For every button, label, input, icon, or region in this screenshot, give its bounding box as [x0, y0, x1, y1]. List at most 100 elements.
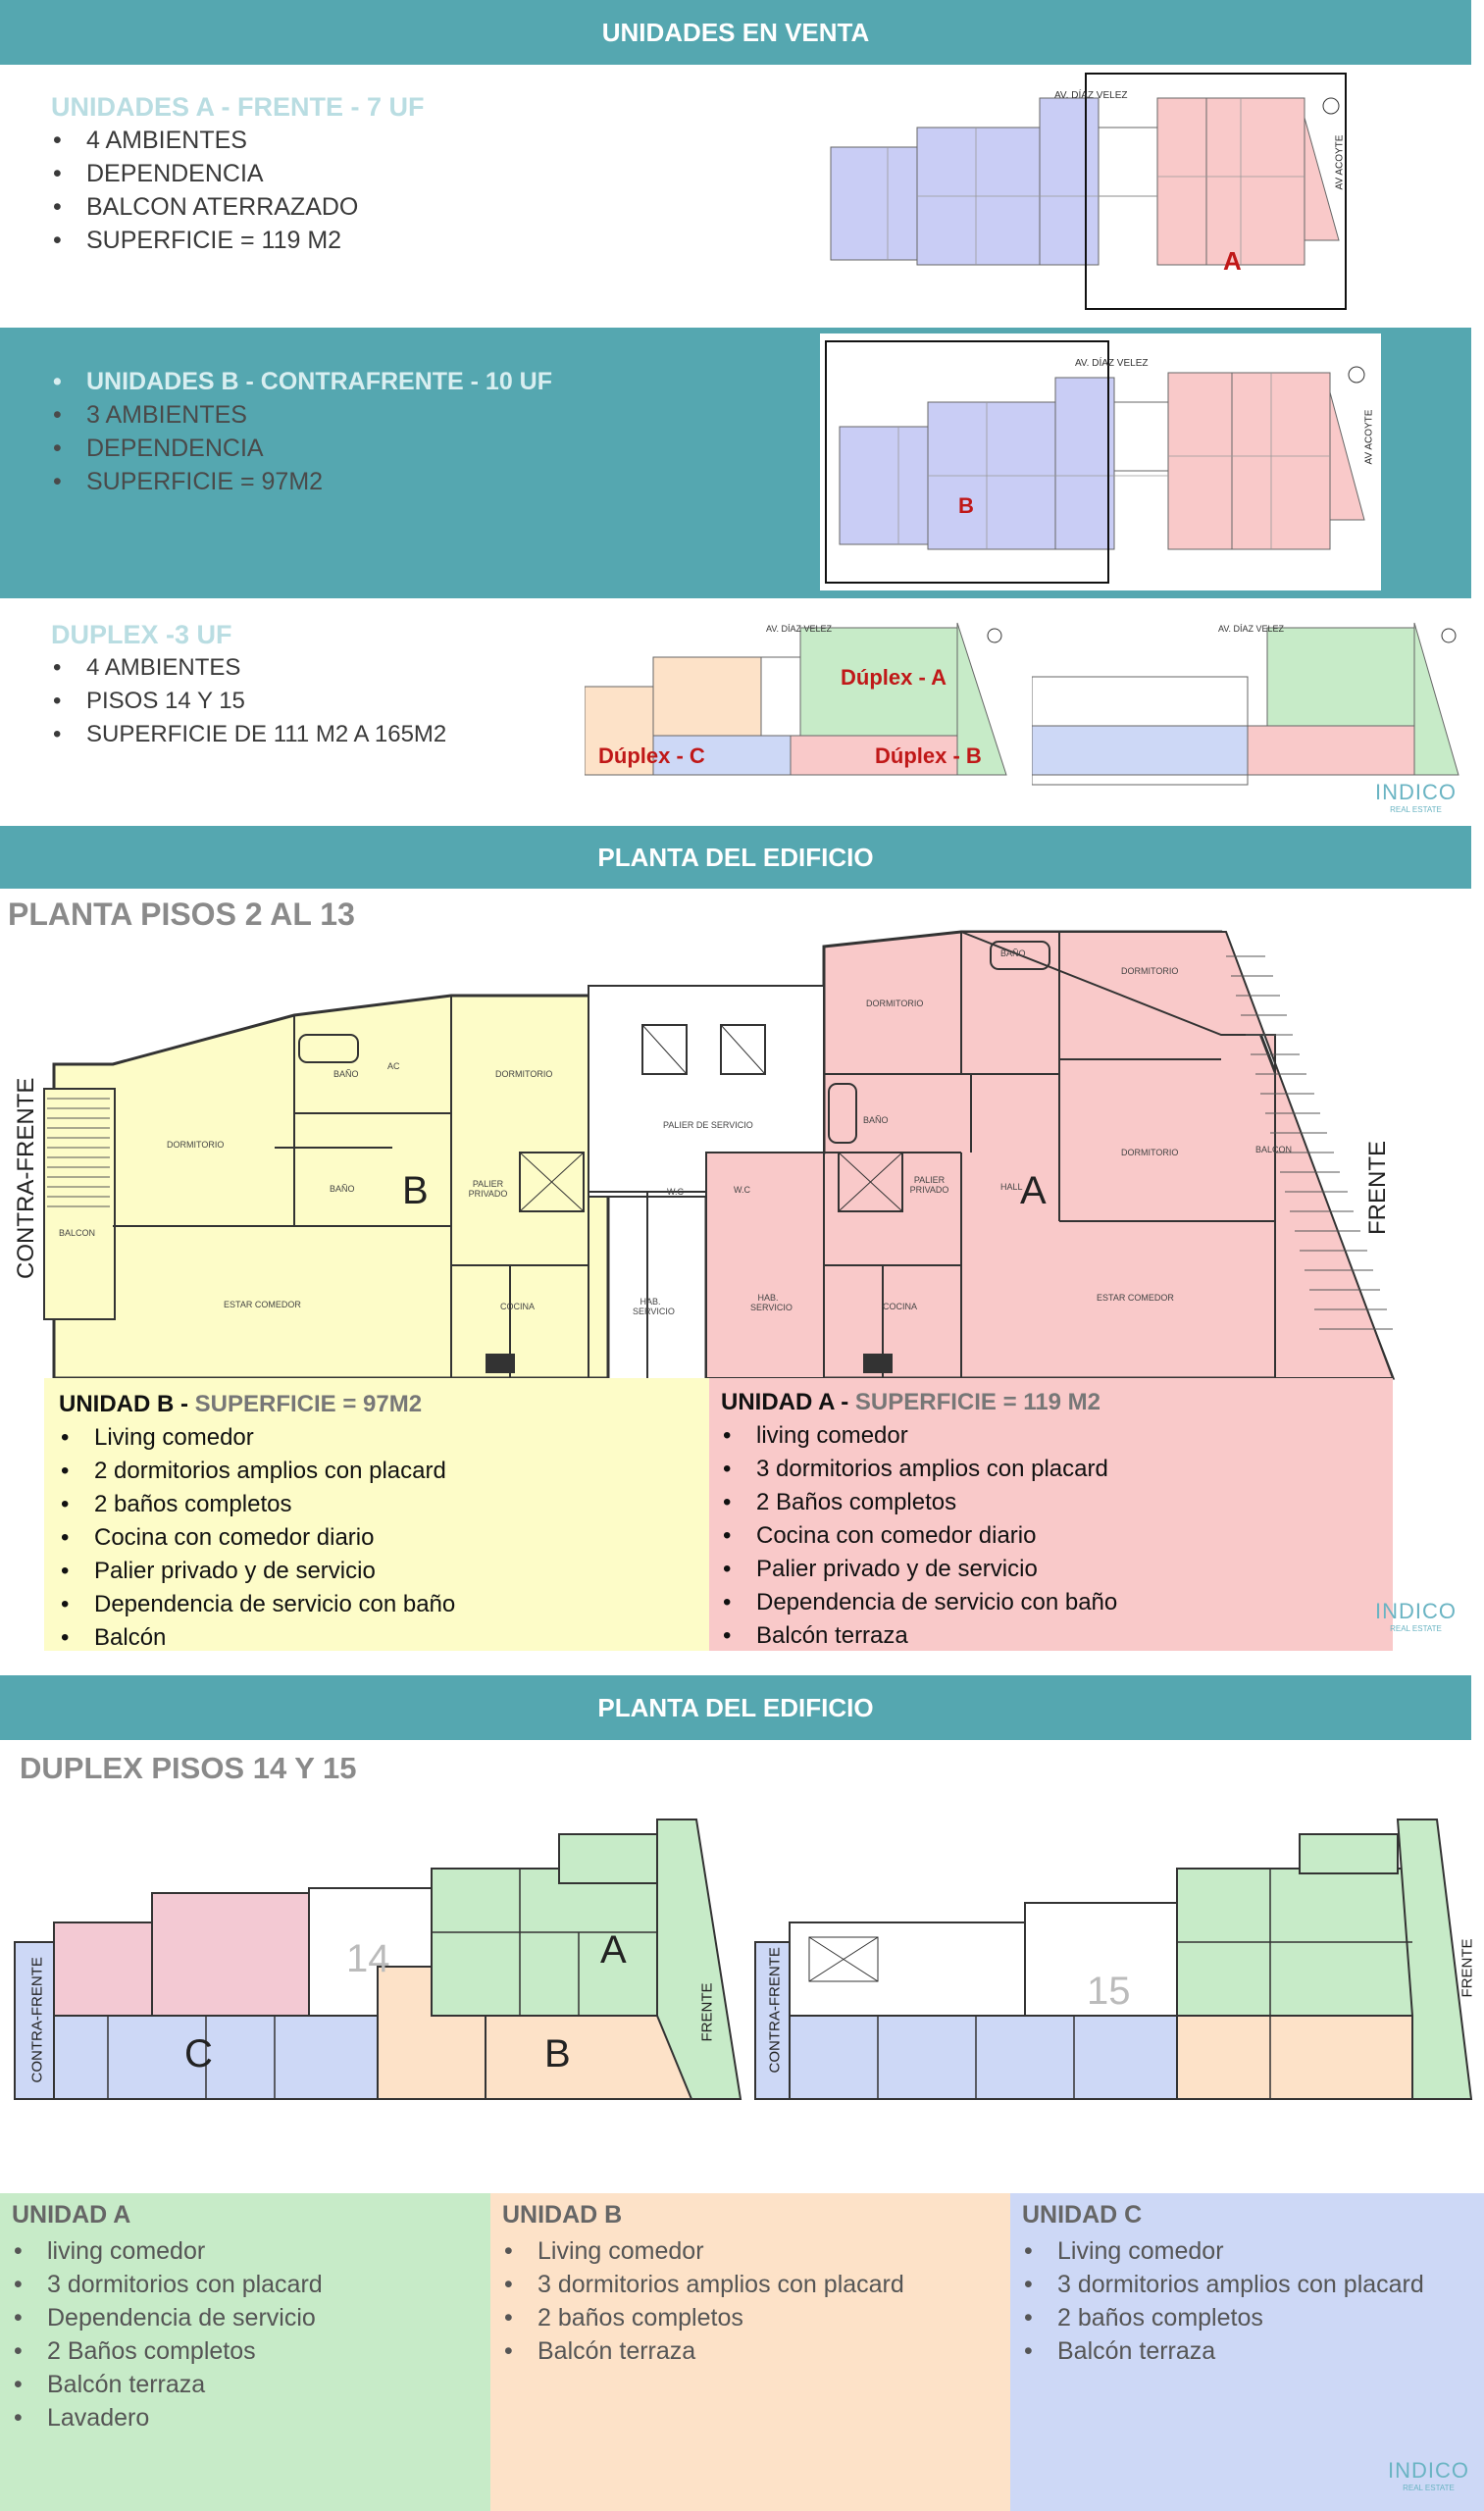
duplex-letter-b: B	[544, 2032, 571, 2075]
unit-b-detail-title: UNIDAD B - SUPERFICIE = 97M2	[59, 1388, 455, 1421]
logo-text: INDICO	[1375, 1599, 1457, 1623]
logo-subtext: REAL ESTATE	[1390, 805, 1442, 814]
floor-plan-duplex-14	[14, 1819, 742, 2100]
thumbnail-label-a: A	[1223, 246, 1242, 276]
logo-text: INDICO	[1375, 780, 1457, 804]
list-item: 2 dormitorios amplios con placard	[59, 1455, 455, 1488]
list-item: Living comedor	[502, 2234, 904, 2268]
unit-a-summary-title: UNIDADES A - FRENTE - 7 UF	[51, 92, 425, 122]
duplex-summary-list: 4 AMBIENTES PISOS 14 Y 15 SUPERFICIE DE …	[51, 651, 446, 751]
list-item: Dependencia de servicio	[12, 2301, 323, 2334]
list-item: Cocina con comedor diario	[721, 1519, 1117, 1553]
street-label-side: AV ACOYTE	[1334, 134, 1346, 190]
room-label: BALCON	[59, 1228, 96, 1238]
orientation-frente: FRENTE	[1364, 1141, 1391, 1235]
list-item: Dependencia de servicio con baño	[59, 1588, 455, 1621]
section-header-building-plan-duplex: PLANTA DEL EDIFICIO	[0, 1675, 1471, 1740]
list-item: SUPERFICIE = 97M2	[51, 465, 552, 498]
section-title: PLANTA DEL EDIFICIO	[597, 843, 874, 872]
list-item: Balcón terraza	[502, 2334, 904, 2368]
logo-bottom: INDICO REAL ESTATE	[1388, 2458, 1469, 2492]
list-item: DEPENDENCIA	[51, 432, 552, 465]
section-title: UNIDADES EN VENTA	[601, 18, 870, 47]
street-label: AV. DÍAZ VELEZ	[1054, 88, 1127, 101]
unit-b-detail-list: Living comedor 2 dormitorios amplios con…	[59, 1421, 455, 1655]
list-item: DEPENDENCIA	[51, 157, 425, 190]
list-item: 2 baños completos	[59, 1488, 455, 1521]
room-label: COCINA	[500, 1302, 536, 1311]
orientation-frente: FRENTE	[1458, 1938, 1476, 1998]
street-label-side: AV ACOYTE	[1363, 409, 1375, 465]
logo-top: INDICO REAL ESTATE	[1375, 780, 1457, 814]
thumbnail-label-duplex-b: Dúplex - B	[875, 743, 982, 768]
room-label: W.C	[734, 1185, 750, 1195]
plan-title: PLANTA PISOS 2 AL 13	[8, 897, 355, 932]
list-item: 3 AMBIENTES	[51, 398, 552, 432]
duplex-plan-title: DUPLEX PISOS 14 Y 15	[20, 1751, 357, 1785]
list-item: 3 dormitorios amplios con placard	[502, 2268, 904, 2301]
orientation-frente: FRENTE	[698, 1982, 716, 2042]
list-item: PISOS 14 Y 15	[51, 685, 446, 718]
list-item: Balcón terraza	[721, 1619, 1117, 1653]
thumbnail-plan-unit-a: AV. DÍAZ VELEZ	[830, 73, 1347, 310]
list-item: Living comedor	[1022, 2234, 1424, 2268]
list-item: 3 dormitorios con placard	[12, 2268, 323, 2301]
room-label: BAÑO	[333, 1069, 359, 1079]
duplex-unit-a-card: UNIDAD A living comedor 3 dormitorios co…	[0, 2193, 490, 2511]
orientation-contra-frente: CONTRA-FRENTE	[766, 1947, 784, 2074]
list-item: 2 Baños completos	[12, 2334, 323, 2368]
list-item: 3 dormitorios amplios con placard	[1022, 2268, 1424, 2301]
room-label: HALL	[1000, 1182, 1023, 1192]
duplex-unit-c-card: UNIDAD C Living comedor 3 dormitorios am…	[1010, 2193, 1484, 2511]
duplex-summary-title: DUPLEX -3 UF	[51, 620, 232, 649]
logo-subtext: REAL ESTATE	[1403, 2484, 1455, 2492]
duplex-unit-b-title: UNIDAD B	[502, 2201, 623, 2229]
list-item: Balcón	[59, 1621, 455, 1655]
list-item: living comedor	[12, 2234, 323, 2268]
list-item: SUPERFICIE DE 111 M2 A 165M2	[51, 718, 446, 751]
list-item: BALCON ATERRAZADO	[51, 190, 425, 224]
list-item: 2 baños completos	[502, 2301, 904, 2334]
list-item: Dependencia de servicio con baño	[721, 1586, 1117, 1619]
list-item: 2 baños completos	[1022, 2301, 1424, 2334]
unit-a-title-prefix: UNIDAD A -	[721, 1389, 855, 1415]
duplex-unit-b-list: Living comedor 3 dormitorios amplios con…	[502, 2234, 904, 2368]
unit-b-detail: UNIDAD B - SUPERFICIE = 97M2 Living come…	[59, 1388, 455, 1655]
logo-middle: INDICO REAL ESTATE	[1375, 1599, 1457, 1633]
thumbnail-label-duplex-a: Dúplex - A	[841, 665, 947, 690]
unit-a-summary: UNIDADES A - FRENTE - 7 UF 4 AMBIENTES D…	[51, 90, 425, 257]
duplex-unit-c-list: Living comedor 3 dormitorios amplios con…	[1022, 2234, 1424, 2368]
unit-a-detail-title: UNIDAD A - SUPERFICIE = 119 M2	[721, 1386, 1117, 1419]
room-label: BALCON	[1255, 1145, 1293, 1154]
orientation-contra-frente: CONTRA-FRENTE	[28, 1957, 46, 2083]
list-item: living comedor	[721, 1419, 1117, 1453]
room-label: HAB. SERVICIO	[750, 1293, 793, 1312]
room-label: DORMITORIO	[1121, 966, 1179, 976]
list-item: Palier privado y de servicio	[721, 1553, 1117, 1586]
unit-a-title-suffix: SUPERFICIE = 119 M2	[854, 1389, 1100, 1415]
floor-number-15: 15	[1087, 1970, 1131, 2013]
floor-number-14: 14	[346, 1937, 390, 1980]
room-label: DORMITORIO	[866, 999, 924, 1008]
thumbnail-plan-duplex-15: AV. DÍAZ VELEZ	[1032, 622, 1459, 786]
list-item: Cocina con comedor diario	[59, 1521, 455, 1555]
list-item: SUPERFICIE = 119 M2	[51, 224, 425, 257]
list-item: Palier privado y de servicio	[59, 1555, 455, 1588]
unit-a-detail: UNIDAD A - SUPERFICIE = 119 M2 living co…	[721, 1386, 1117, 1653]
list-item: UNIDADES B - CONTRAFRENTE - 10 UF	[51, 365, 552, 398]
room-label: ESTAR COMEDOR	[1097, 1293, 1174, 1303]
floor-plan-duplex-15	[754, 1819, 1473, 2100]
unit-a-summary-list: 4 AMBIENTES DEPENDENCIA BALCON ATERRAZAD…	[51, 124, 425, 257]
room-label: COCINA	[883, 1302, 918, 1311]
street-label: AV. DÍAZ VELEZ	[766, 624, 833, 634]
logo-subtext: REAL ESTATE	[1390, 1624, 1442, 1633]
room-label: PALIER DE SERVICIO	[663, 1120, 753, 1130]
list-item: 4 AMBIENTES	[51, 124, 425, 157]
duplex-unit-b-card: UNIDAD B Living comedor 3 dormitorios am…	[490, 2193, 1010, 2511]
unit-a-detail-list: living comedor 3 dormitorios amplios con…	[721, 1419, 1117, 1653]
thumbnail-label-b: B	[958, 493, 974, 518]
thumbnail-plan-duplex-14: AV. DÍAZ VELEZ	[585, 622, 1007, 776]
logo-text: INDICO	[1388, 2458, 1469, 2483]
list-item: Lavadero	[12, 2401, 323, 2434]
room-label: BAÑO	[1000, 948, 1026, 958]
